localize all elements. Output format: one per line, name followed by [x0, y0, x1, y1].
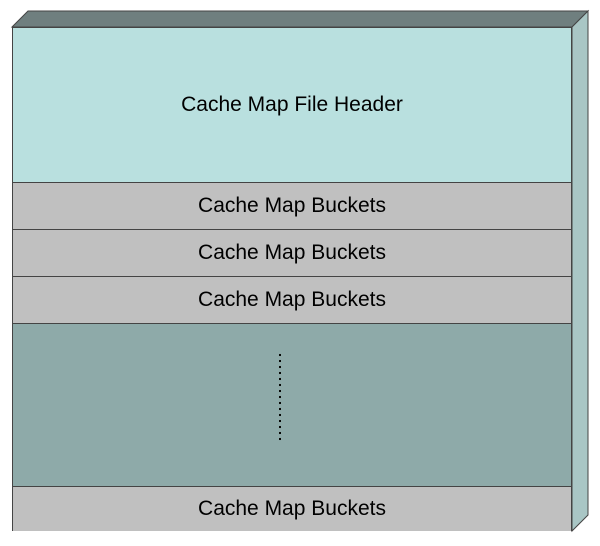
- ellipsis-dots: [279, 352, 281, 442]
- bucket-label: Cache Map Buckets: [198, 497, 386, 520]
- file-header-section: Cache Map File Header: [13, 28, 571, 183]
- continuation-section: [13, 324, 571, 486]
- bucket-row: Cache Map Buckets: [13, 230, 571, 277]
- bucket-row: Cache Map Buckets: [13, 277, 571, 324]
- bucket-row-last: Cache Map Buckets: [13, 486, 571, 531]
- file-header-label: Cache Map File Header: [181, 93, 403, 116]
- bucket-label: Cache Map Buckets: [198, 288, 386, 311]
- box-front-face: Cache Map File Header Cache Map Buckets …: [12, 27, 572, 531]
- bucket-row: Cache Map Buckets: [13, 183, 571, 230]
- bucket-label: Cache Map Buckets: [198, 194, 386, 217]
- bucket-label: Cache Map Buckets: [198, 241, 386, 264]
- box-top-face: [10, 10, 590, 28]
- box-side-face: [571, 9, 589, 533]
